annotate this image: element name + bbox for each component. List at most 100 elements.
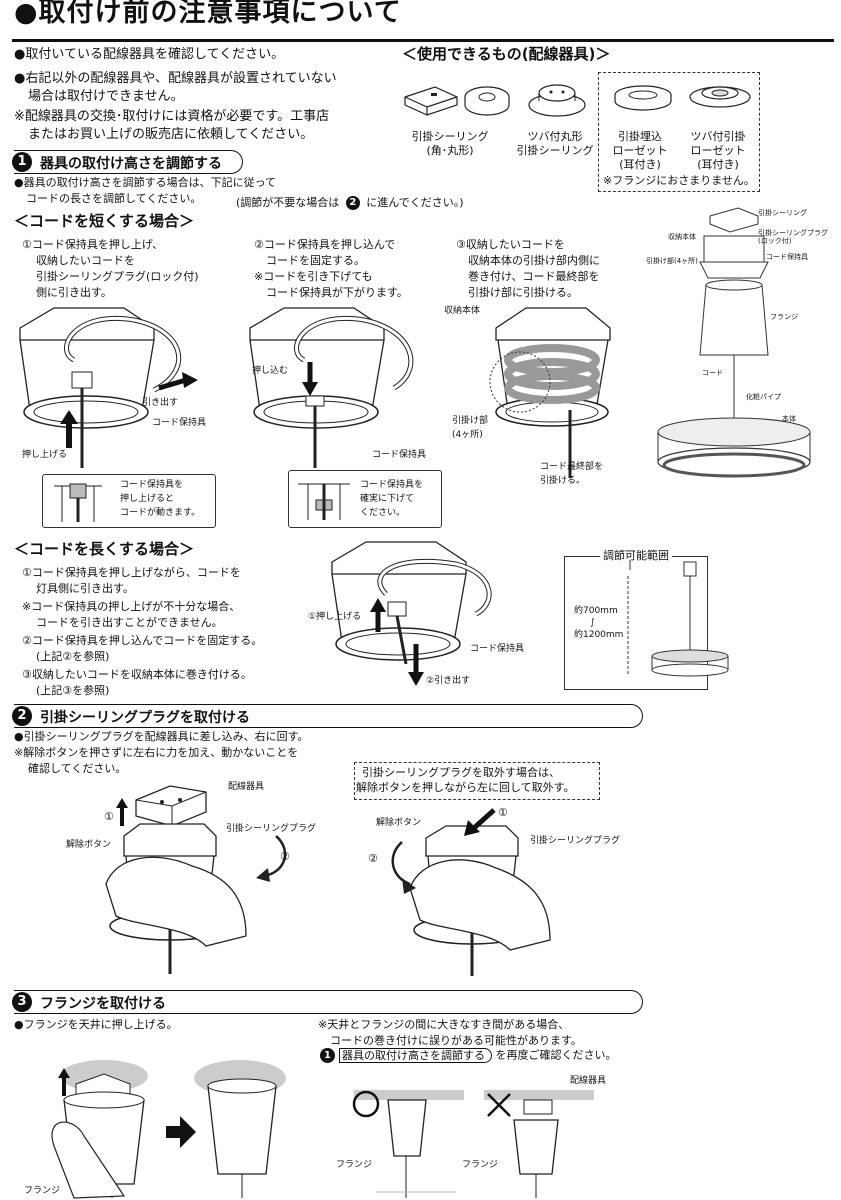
short-step3-l3: 巻き付け、コード最終部を <box>468 270 600 283</box>
usable-item-3-l3: (耳付き) <box>619 158 661 171</box>
intro-line-4: ※配線器具の交換･取付けには資格が必要です。工事店 <box>14 109 330 124</box>
section-1-desc-1: ●器具の取付け高さを調節する場合は、下記に従って <box>14 176 277 189</box>
fig1-box-l2: 押し上げると <box>120 494 175 504</box>
fig2-holder-label: コード保持具 <box>372 450 427 460</box>
long-line-3: ※コード保持具の押し上げが不十分な場合、 <box>22 600 241 613</box>
exploded-hook-label: 引掛け部(4ヶ所) <box>646 257 698 265</box>
section-3-ref-number: 1 <box>320 1048 335 1063</box>
short-step3-l2: 収納本体の引掛け部内側に <box>468 254 600 267</box>
usable-item-4-l2: ローゼット <box>690 144 746 157</box>
section-1-desc-3: (調節が不要な場合は 2 に進んでください。) <box>236 196 464 210</box>
exploded-holder-label: コード保持具 <box>766 253 808 261</box>
section-2-fig1-n2: ② <box>280 850 290 863</box>
exploded-view-illustration <box>657 207 811 478</box>
fig1-pull-label: 引き出す <box>142 398 179 408</box>
section-3-number: 3 <box>12 992 32 1012</box>
section-3-note-1: ※天井とフランジの間に大きなすき間がある場合、 <box>318 1018 570 1031</box>
section-2-fig1-n1: ① <box>104 810 114 823</box>
intro-line-1: ●取付いている配線器具を確認してください。 <box>14 47 285 62</box>
short-fig1-illustration <box>19 307 198 468</box>
section-3-ref-title: 器具の取付け高さを調節する <box>339 1047 492 1063</box>
section-2-fig1-button-label: 解除ボタン <box>66 840 112 850</box>
usable-item-2-l2: 引掛シーリング <box>516 144 594 157</box>
long-line-1: ①コード保持具を押し上げながら、コードを <box>22 566 241 579</box>
short-step2-l4: コード保持具が下がります。 <box>266 286 408 299</box>
short-heading: ＜コードを短くする場合＞ <box>14 212 195 230</box>
fig3-end-l2: 引掛ける。 <box>540 476 586 486</box>
short-step1-l4: 側に引き出す。 <box>36 286 112 299</box>
short-step3-l1: ③収納したいコードを <box>456 238 565 251</box>
intro-line-3: 場合は取付けできません。 <box>28 89 184 104</box>
short-step1-l2: 収納したいコードを <box>36 254 135 267</box>
fig3-body-label: 収納本体 <box>444 306 481 316</box>
fig1-inset-illustration <box>54 483 102 522</box>
section-3-note-2: コードの巻き付けに誤りがある可能性があります。 <box>330 1034 582 1047</box>
long-fig-holder-label: コード保持具 <box>470 644 525 654</box>
section-1-number: 1 <box>12 152 32 172</box>
long-fig-illustration <box>331 541 492 686</box>
usable-item-4-l3: (耳付き) <box>697 158 739 171</box>
usable-note: ※フランジにおさまりません。 <box>603 174 755 187</box>
step-2-ref-number: 2 <box>345 196 360 210</box>
section-3-desc-1: ●フランジを天井に押し上げる。 <box>14 1018 178 1031</box>
flanged-round-ceiling-icon <box>528 84 586 117</box>
fig2-box-l2: 確実に下げて <box>360 494 415 504</box>
section-2-header: 2 引掛シーリングプラグを取付ける <box>12 704 643 728</box>
usable-devices-illustration <box>404 84 751 117</box>
section-3-device-label: 配線器具 <box>570 1076 607 1086</box>
fig3-hook-l2: (4ヶ所) <box>452 430 483 440</box>
exploded-flange-label: フランジ <box>770 313 798 321</box>
exploded-body-label: 収納本体 <box>668 233 696 241</box>
long-heading: ＜コードを長くする場合＞ <box>14 540 195 558</box>
short-fig2-illustration <box>249 307 414 468</box>
section-3-ng-flange-label: フランジ <box>462 1160 499 1170</box>
section-2-title: 引掛シーリングプラグを取付ける <box>40 710 250 726</box>
embedded-rosette-icon <box>614 85 672 111</box>
not-fit-box <box>598 72 760 192</box>
exploded-cord-label: コード <box>702 369 723 377</box>
range-l2: ∫ <box>590 618 595 628</box>
section-3-ok-ng-illustration <box>352 1090 594 1198</box>
fig1-push-label: 押し上げる <box>22 450 68 460</box>
long-line-5: ②コード保持具を押し込んでコードを固定する。 <box>22 634 263 647</box>
short-step2-l3: ※コードを引き下げても <box>254 270 373 283</box>
section-3-ok-flange-label: フランジ <box>336 1160 373 1170</box>
section-2-fig1-plug-label: 引掛シーリングプラグ <box>226 824 317 834</box>
fig1-inset-box <box>42 474 216 528</box>
square-ceiling-icon <box>404 86 458 116</box>
section-2-fig1-device-label: 配線器具 <box>228 782 265 792</box>
short-step1-l1: ①コード保持具を押し上げ、 <box>22 238 164 251</box>
usable-heading: ＜使用できるもの(配線器具)＞ <box>402 45 611 63</box>
short-fig3-illustration <box>489 307 611 478</box>
short-step2-l2: コードを固定する。 <box>266 254 365 267</box>
exploded-lamp-label: 本体 <box>782 415 796 423</box>
section-2-note-2: 解除ボタンを押しながら左に回して取外す。 <box>356 781 575 794</box>
section-3-flange-illustration <box>51 1060 286 1199</box>
section-2-desc-2: ※解除ボタンを押さずに左右に力を加え、動かないことを <box>14 746 299 759</box>
exploded-pipe-label: 化粧パイプ <box>746 393 781 401</box>
usable-item-1-l2: (角･丸形) <box>426 144 474 157</box>
long-line-8: (上記③を参照) <box>36 684 110 697</box>
usable-item-3-l1: 引掛埋込 <box>618 130 662 143</box>
long-line-6: (上記②を参照) <box>36 650 110 663</box>
section-1-header: 1 器具の取付け高さを調節する <box>12 150 243 174</box>
section-2-fig2-n1: ① <box>498 806 508 819</box>
long-line-4: コードを引き出すことができません。 <box>36 616 223 629</box>
section-2-number: 2 <box>12 706 32 726</box>
exploded-plug-l2: (ロック付) <box>758 237 792 245</box>
fig1-holder-label: コード保持具 <box>152 418 207 428</box>
range-l1: 約700mm <box>574 606 618 616</box>
section-2-fig2-plug-label: 引掛シーリングプラグ <box>530 836 621 846</box>
range-title: 調節可能範囲 <box>600 549 672 563</box>
section-2-desc-1: ●引掛シーリングプラグを配線器具に差し込み、右に回す。 <box>14 730 309 743</box>
section-2-fig1-illustration <box>105 785 287 974</box>
fig2-inset-box <box>288 470 442 528</box>
page-title: ●取付け前の注意事項について <box>14 0 402 28</box>
section-2-note-1: 引掛シーリングプラグを取外す場合は、 <box>362 766 560 779</box>
fig2-inset-illustration <box>298 483 350 520</box>
long-fig-push-label: ①押し上げる <box>308 612 362 622</box>
exploded-ceiling-label: 引掛シーリング <box>758 209 807 217</box>
long-fig-pull-label: ②引き出す <box>426 676 471 686</box>
fig3-hook-l1: 引掛け部 <box>452 416 489 426</box>
